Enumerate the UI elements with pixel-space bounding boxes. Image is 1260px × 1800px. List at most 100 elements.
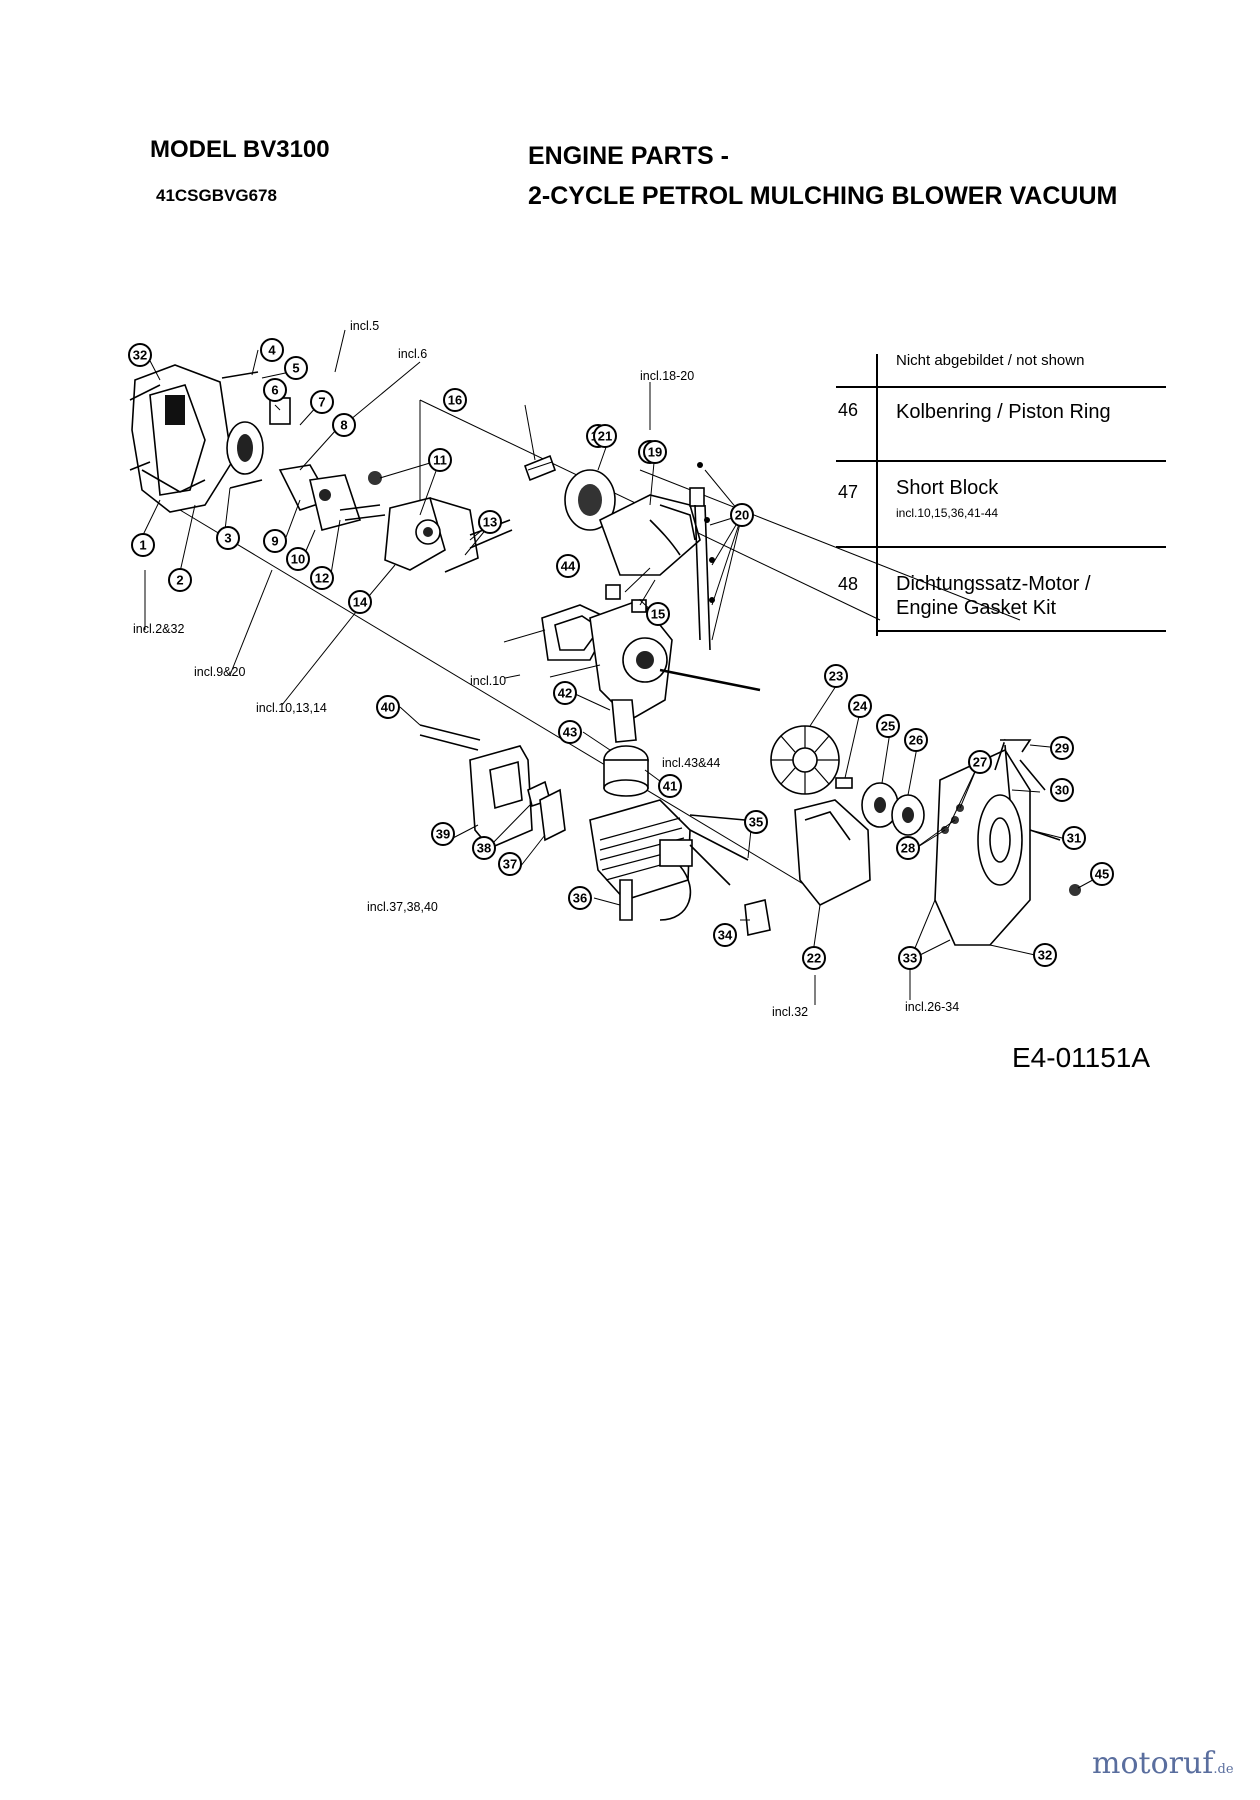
incl-note-5: incl.5	[350, 319, 379, 333]
callout-number-21: 21	[598, 429, 612, 444]
callout-circle	[263, 529, 287, 553]
part-description: Kolbenring / Piston Ring	[896, 401, 1111, 423]
callout-circle	[286, 547, 310, 571]
callout-number-19: 19	[648, 445, 662, 460]
callout-number-6: 6	[271, 383, 278, 398]
callout-circle	[848, 694, 872, 718]
title-line-1: ENGINE PARTS -	[528, 142, 729, 170]
callout-circle	[744, 810, 768, 834]
callout-number-35: 35	[749, 815, 763, 830]
callout-number-43: 43	[563, 725, 577, 740]
callout-number-16: 16	[448, 393, 462, 408]
callout-circle	[472, 836, 496, 860]
callout-number-13: 13	[483, 515, 497, 530]
callout-circle	[310, 566, 334, 590]
callout-circle	[730, 503, 754, 527]
callout-circle	[876, 714, 900, 738]
callout-circle	[128, 343, 152, 367]
callout-number-30: 30	[1055, 783, 1069, 798]
callout-circle	[332, 413, 356, 437]
callout-circle	[168, 568, 192, 592]
callout-circle	[1050, 778, 1074, 802]
callout-number-40: 40	[381, 700, 395, 715]
callout-number-23: 23	[829, 669, 843, 684]
callout-circle	[1033, 943, 1057, 967]
callout-circle	[260, 338, 284, 362]
brand-name: motoruf	[1092, 1746, 1214, 1781]
callout-circle	[376, 695, 400, 719]
callout-number-28: 28	[901, 841, 915, 856]
callout-number-25: 25	[881, 719, 895, 734]
callout-number-5: 5	[292, 361, 299, 376]
table-divider	[876, 630, 1166, 632]
callout-circle	[568, 886, 592, 910]
incl-note-37-38-40: incl.37,38,40	[367, 900, 438, 914]
callout-number-38: 38	[477, 841, 491, 856]
callout-number-4: 4	[268, 343, 276, 358]
part-number: 48	[838, 574, 859, 594]
callout-circle	[896, 836, 920, 860]
callout-number-29: 29	[1055, 741, 1069, 756]
part-note: incl.10,15,36,41-44	[896, 506, 999, 520]
part-description: Dichtungssatz-Motor / Engine Gasket Kit	[896, 573, 1091, 619]
callout-number-2: 2	[176, 573, 183, 588]
incl-note-2-32: incl.2&32	[133, 622, 184, 636]
callout-circle	[593, 424, 617, 448]
model-title: MODEL BV3100	[150, 136, 330, 163]
callout-circle	[643, 440, 667, 464]
brand-tld: .de	[1213, 1762, 1234, 1777]
callout-number-20: 20	[735, 508, 749, 523]
callout-number-22: 22	[807, 951, 821, 966]
brand-logo: motoruf.de	[1092, 1746, 1234, 1781]
callout-number-26: 26	[909, 733, 923, 748]
callout-circle	[646, 602, 670, 626]
callout-circle	[284, 356, 308, 380]
callout-number-9: 9	[271, 534, 278, 549]
callout-circle	[443, 388, 467, 412]
callout-number-14: 14	[353, 595, 368, 610]
callout-circle	[802, 946, 826, 970]
callout-circle	[498, 852, 522, 876]
callout-number-27: 27	[973, 755, 987, 770]
callout-number-41: 41	[663, 779, 677, 794]
callout-circle	[553, 681, 577, 705]
incl-note-43-44: incl.43&44	[662, 756, 720, 770]
callout-number-45: 45	[1095, 867, 1109, 882]
callout-number-8: 8	[340, 418, 347, 433]
callout-circle	[263, 378, 287, 402]
callout-circle	[310, 390, 334, 414]
callout-circle	[898, 946, 922, 970]
callout-circle	[1062, 826, 1086, 850]
part-description: Short Block	[896, 477, 999, 499]
callout-number-36: 36	[573, 891, 587, 906]
callout-number-1: 1	[139, 538, 146, 553]
callout-number-34: 34	[718, 928, 733, 943]
callout-number-32: 32	[133, 348, 147, 363]
model-code: 41CSGBVG678	[156, 186, 277, 205]
callout-circle	[968, 750, 992, 774]
callout-circle	[824, 664, 848, 688]
callout-circle	[1090, 862, 1114, 886]
callout-circle	[904, 728, 928, 752]
callout-circle	[1050, 736, 1074, 760]
callout-number-24: 24	[853, 699, 868, 714]
not-shown-heading: Nicht abgebildet / not shown	[896, 352, 1085, 369]
callout-number-12: 12	[315, 571, 329, 586]
callout-number-15: 15	[651, 607, 665, 622]
callout-circle	[556, 554, 580, 578]
incl-note-10: incl.10	[470, 674, 506, 688]
table-divider	[836, 546, 1166, 548]
incl-note-32: incl.32	[772, 1005, 808, 1019]
callout-number-10: 10	[291, 552, 305, 567]
part-number: 47	[838, 482, 859, 502]
callout-circle	[558, 720, 582, 744]
callout-number-44: 44	[561, 559, 576, 574]
incl-note-10-13-14: incl.10,13,14	[256, 701, 327, 715]
callout-circle	[348, 590, 372, 614]
title-line-2: 2-CYCLE PETROL MULCHING BLOWER VACUUM	[528, 182, 1118, 210]
callout-number-32: 32	[1038, 948, 1052, 963]
incl-note-9-20: incl.9&20	[194, 665, 245, 679]
incl-note-18-20: incl.18-20	[640, 369, 694, 383]
callout-circle	[713, 923, 737, 947]
